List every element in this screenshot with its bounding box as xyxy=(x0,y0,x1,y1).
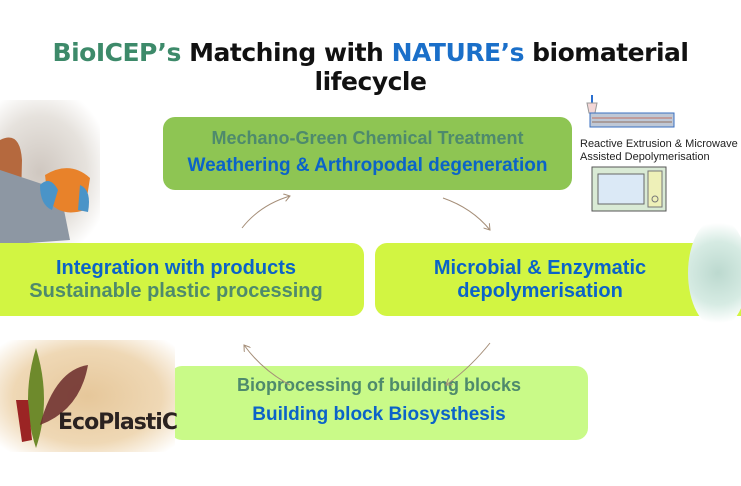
microwave-icon xyxy=(591,166,667,212)
slide-title: BioICEP’s Matching with NATURE’s biomate… xyxy=(52,38,689,96)
arrow-bottom-to-left xyxy=(244,345,291,386)
microbes-illustration xyxy=(688,218,741,328)
ecoplastic-logo: EcoPlastiC xyxy=(0,340,178,452)
microbial-enzymatic-box: Microbial & Enzymatic depolymerisation xyxy=(375,243,741,316)
bioprocessing-box: Bioprocessing of building blocks Buildin… xyxy=(170,366,588,440)
integration-products-box: Integration with products Sustainable pl… xyxy=(0,243,364,316)
mechano-green-treatment-box: Mechano-Green Chemical Treatment Weather… xyxy=(163,117,572,190)
arrow-right-to-bottom xyxy=(446,342,491,385)
extruder-icon xyxy=(586,95,675,128)
lab-researcher-photo xyxy=(0,100,100,245)
arrow-left-to-top xyxy=(241,196,290,229)
arrow-top-to-right xyxy=(442,197,490,230)
